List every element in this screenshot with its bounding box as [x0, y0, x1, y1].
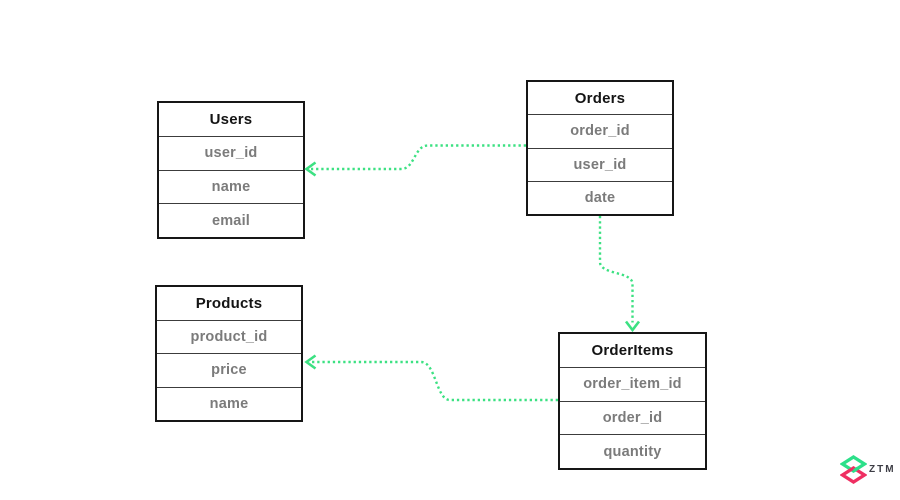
- field-row: name: [157, 386, 301, 421]
- entity-table-orders: Orders order_id user_id date: [526, 80, 674, 216]
- entity-table-orderitems: OrderItems order_item_id order_id quanti…: [558, 332, 707, 470]
- table-name: OrderItems: [591, 341, 674, 359]
- table-name: Orders: [574, 89, 626, 107]
- entity-table-users: Users user_id name email: [157, 101, 305, 239]
- arrow-orderitems-to-products: [311, 360, 558, 402]
- ztm-logo-text: ZTM: [869, 464, 896, 475]
- field-row: email: [159, 203, 303, 237]
- table-name: Products: [195, 294, 263, 312]
- arrow-orders-to-orderitems: [598, 216, 634, 323]
- field-row: product_id: [157, 319, 301, 354]
- field-row: user_id: [159, 135, 303, 170]
- field-row: date: [528, 180, 672, 214]
- entity-table-products: Products product_id price name: [155, 285, 303, 422]
- field-row: user_id: [528, 147, 672, 181]
- arrowhead-down-icon: [624, 320, 641, 333]
- field-row: price: [157, 353, 301, 387]
- arrowhead-left-icon: [304, 354, 317, 370]
- arrowhead-left-icon: [304, 161, 317, 177]
- field-row: order_id: [560, 400, 705, 435]
- field-row: name: [159, 169, 303, 204]
- arrow-orders-to-users: [311, 144, 526, 171]
- ztm-logo: ZTM: [840, 454, 896, 485]
- ztm-logo-icon: [840, 454, 867, 485]
- field-row: quantity: [560, 434, 705, 468]
- table-name: Users: [209, 110, 253, 128]
- field-row: order_id: [528, 114, 672, 147]
- field-row: order_item_id: [560, 366, 705, 401]
